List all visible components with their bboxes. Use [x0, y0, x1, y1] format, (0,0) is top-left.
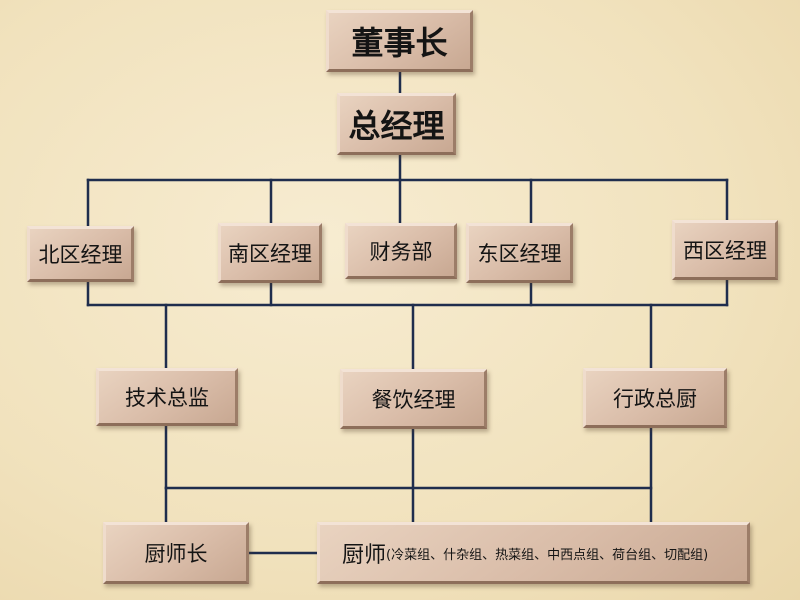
chefs-title: 厨师 — [342, 543, 387, 568]
chefs-groups: (冷菜组、什杂组、热菜组、中西点组、荷台组、切配组) — [386, 547, 709, 563]
general-manager-box: 总经理 — [337, 93, 456, 155]
catering-manager-box: 餐饮经理 — [340, 369, 487, 429]
technical-director-box: 技术总监 — [96, 368, 238, 426]
chefs-box: 厨师 (冷菜组、什杂组、热菜组、中西点组、荷台组、切配组) — [317, 522, 750, 584]
executive-chef-box: 行政总厨 — [583, 368, 727, 428]
head-chef-box: 厨师长 — [103, 522, 249, 584]
south-manager-box: 南区经理 — [218, 223, 322, 283]
north-manager-box: 北区经理 — [27, 226, 134, 282]
east-manager-box: 东区经理 — [466, 223, 573, 283]
chairman-box: 董事长 — [326, 10, 473, 72]
west-manager-box: 西区经理 — [672, 220, 778, 280]
finance-dept-box: 财务部 — [345, 223, 457, 279]
